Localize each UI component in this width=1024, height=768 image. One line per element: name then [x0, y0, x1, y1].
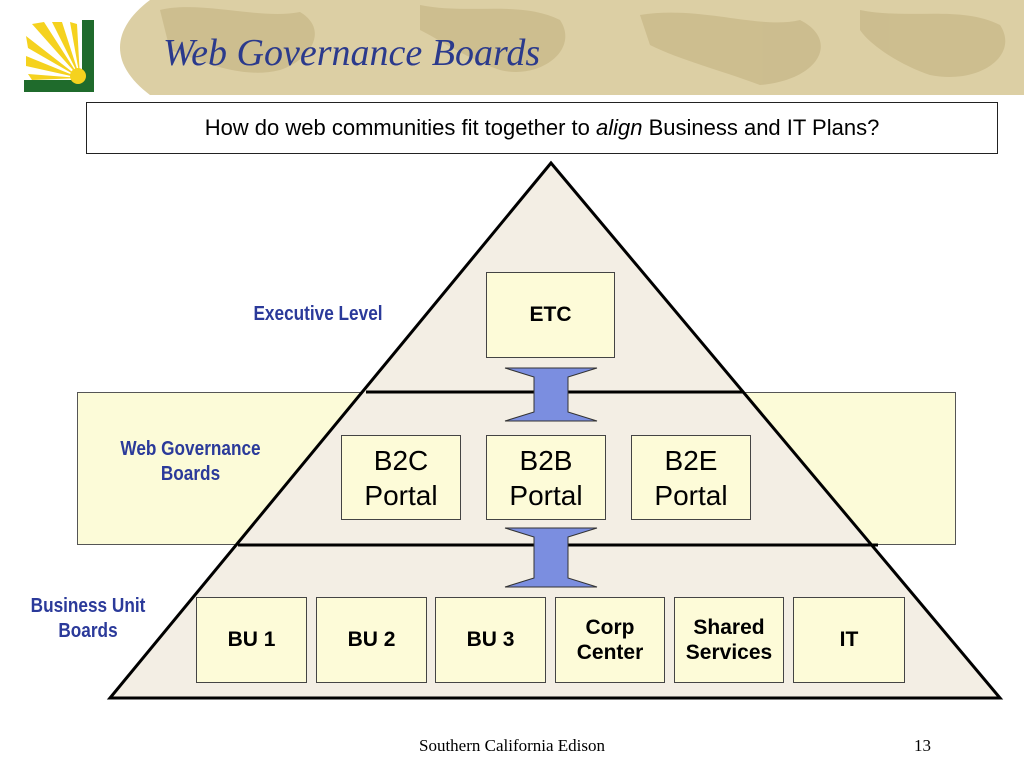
bu-box-corp-center: Corp Center	[555, 597, 665, 683]
portal-box-b2b: B2B Portal	[486, 435, 606, 520]
bu-line-1: BU 1	[227, 628, 276, 652]
pyramid-shape	[106, 160, 1004, 700]
executive-level-text: Executive Level	[253, 303, 383, 325]
executive-level-label: Executive Level	[241, 302, 396, 327]
etc-label: ETC	[529, 303, 572, 327]
bu-box-bu2: BU 2	[316, 597, 427, 683]
bu-line-1: BU 2	[347, 628, 396, 652]
portal-line-1: B2C	[373, 444, 429, 476]
bu-box-it: IT	[793, 597, 905, 683]
portal-line-1: B2E	[664, 444, 718, 476]
bu-line-1: BU 3	[466, 628, 515, 652]
bu-box-bu1: BU 1	[196, 597, 307, 683]
question-banner: How do web communities fit together to a…	[86, 102, 998, 154]
governance-level-line-2: Boards	[160, 463, 221, 485]
slide-title: Web Governance Boards	[163, 32, 541, 74]
portal-line-2: Portal	[654, 479, 728, 511]
bu-box-shared-services: Shared Services	[674, 597, 784, 683]
bu-line-2: Center	[576, 641, 644, 664]
bu-line-2: Services	[685, 641, 773, 664]
bu-line-1: IT	[839, 628, 859, 652]
question-emphasis: align	[595, 115, 643, 140]
business-level-line-1: Business Unit	[30, 595, 146, 617]
governance-level-label: Web Governance Boards	[111, 437, 270, 487]
question-text-before: How do web communities fit together to	[204, 115, 596, 140]
bu-line-1: Corp	[585, 615, 635, 639]
portal-box-b2c: B2C Portal	[341, 435, 461, 520]
header-map-background	[0, 0, 1024, 95]
page-number: 13	[914, 736, 931, 755]
executive-double-arrow	[504, 367, 598, 422]
bu-box-bu3: BU 3	[435, 597, 546, 683]
etc-box: ETC	[486, 272, 615, 358]
governance-level-line-1: Web Governance	[120, 438, 261, 460]
portal-box-b2e: B2E Portal	[631, 435, 751, 520]
footer-organization: Southern California Edison	[418, 736, 606, 755]
bu-line-1: Shared	[693, 615, 765, 639]
business-level-line-2: Boards	[58, 620, 118, 642]
portal-line-1: B2B	[519, 444, 573, 476]
portal-line-2: Portal	[364, 479, 438, 511]
business-level-label: Business Unit Boards	[19, 594, 157, 644]
portal-line-2: Portal	[509, 479, 583, 511]
question-text-after: Business and IT Plans?	[642, 115, 880, 140]
header-band: Web Governance Boards	[0, 0, 1024, 95]
business-double-arrow	[504, 527, 598, 588]
sce-logo-icon	[24, 20, 94, 92]
